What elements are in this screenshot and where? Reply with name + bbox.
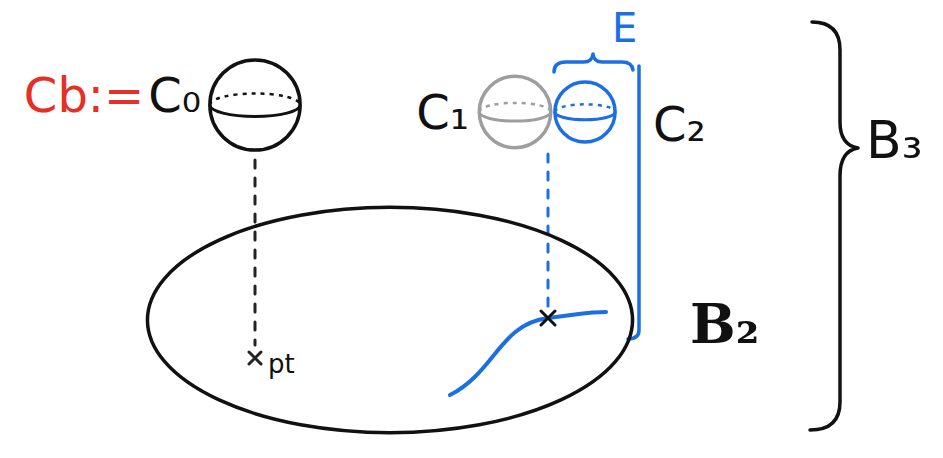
fiber-sphere: Cb:=C₀ <box>207 57 303 153</box>
projection-line <box>547 154 550 306</box>
fiber-sphere: C₂ <box>553 80 617 144</box>
sphere-outline <box>210 60 300 150</box>
curly-brace <box>554 54 633 72</box>
ellipse-outline <box>145 205 635 435</box>
node-label: C₀ <box>148 69 201 122</box>
node-heading: Cb:=C₀ <box>24 69 201 122</box>
equator-hidden <box>210 93 300 105</box>
equator <box>555 112 615 120</box>
node-label: C₂ <box>653 98 706 151</box>
point-label: pt <box>268 350 295 379</box>
base-surface: B₂ <box>145 205 635 435</box>
node-heading: B₂ <box>690 295 759 354</box>
node-label: B₂ <box>690 295 759 354</box>
sphere-outline <box>477 74 553 150</box>
space-label: B₃ <box>866 112 923 169</box>
ellipse-outline <box>147 207 632 432</box>
equator-hidden <box>479 103 550 112</box>
sphere-outline <box>479 76 550 147</box>
node-heading: C₂ <box>653 98 706 151</box>
node-label: C₁ <box>416 86 469 139</box>
curly-brace <box>810 22 858 430</box>
equator <box>479 112 550 121</box>
point-marker <box>249 352 261 364</box>
sphere-outline <box>555 82 615 142</box>
equator <box>210 105 300 117</box>
bracket-label: E <box>612 6 637 50</box>
equator-hidden <box>555 104 615 112</box>
fiber-sphere: C₁ <box>477 74 553 150</box>
node-label: Cb:= <box>24 69 144 122</box>
point-marker <box>541 311 555 325</box>
node-heading: C₁ <box>416 86 469 139</box>
sphere-outline <box>553 80 617 144</box>
projection-line <box>254 160 257 345</box>
sphere-outline <box>207 57 303 153</box>
discriminant-curve <box>450 312 606 395</box>
